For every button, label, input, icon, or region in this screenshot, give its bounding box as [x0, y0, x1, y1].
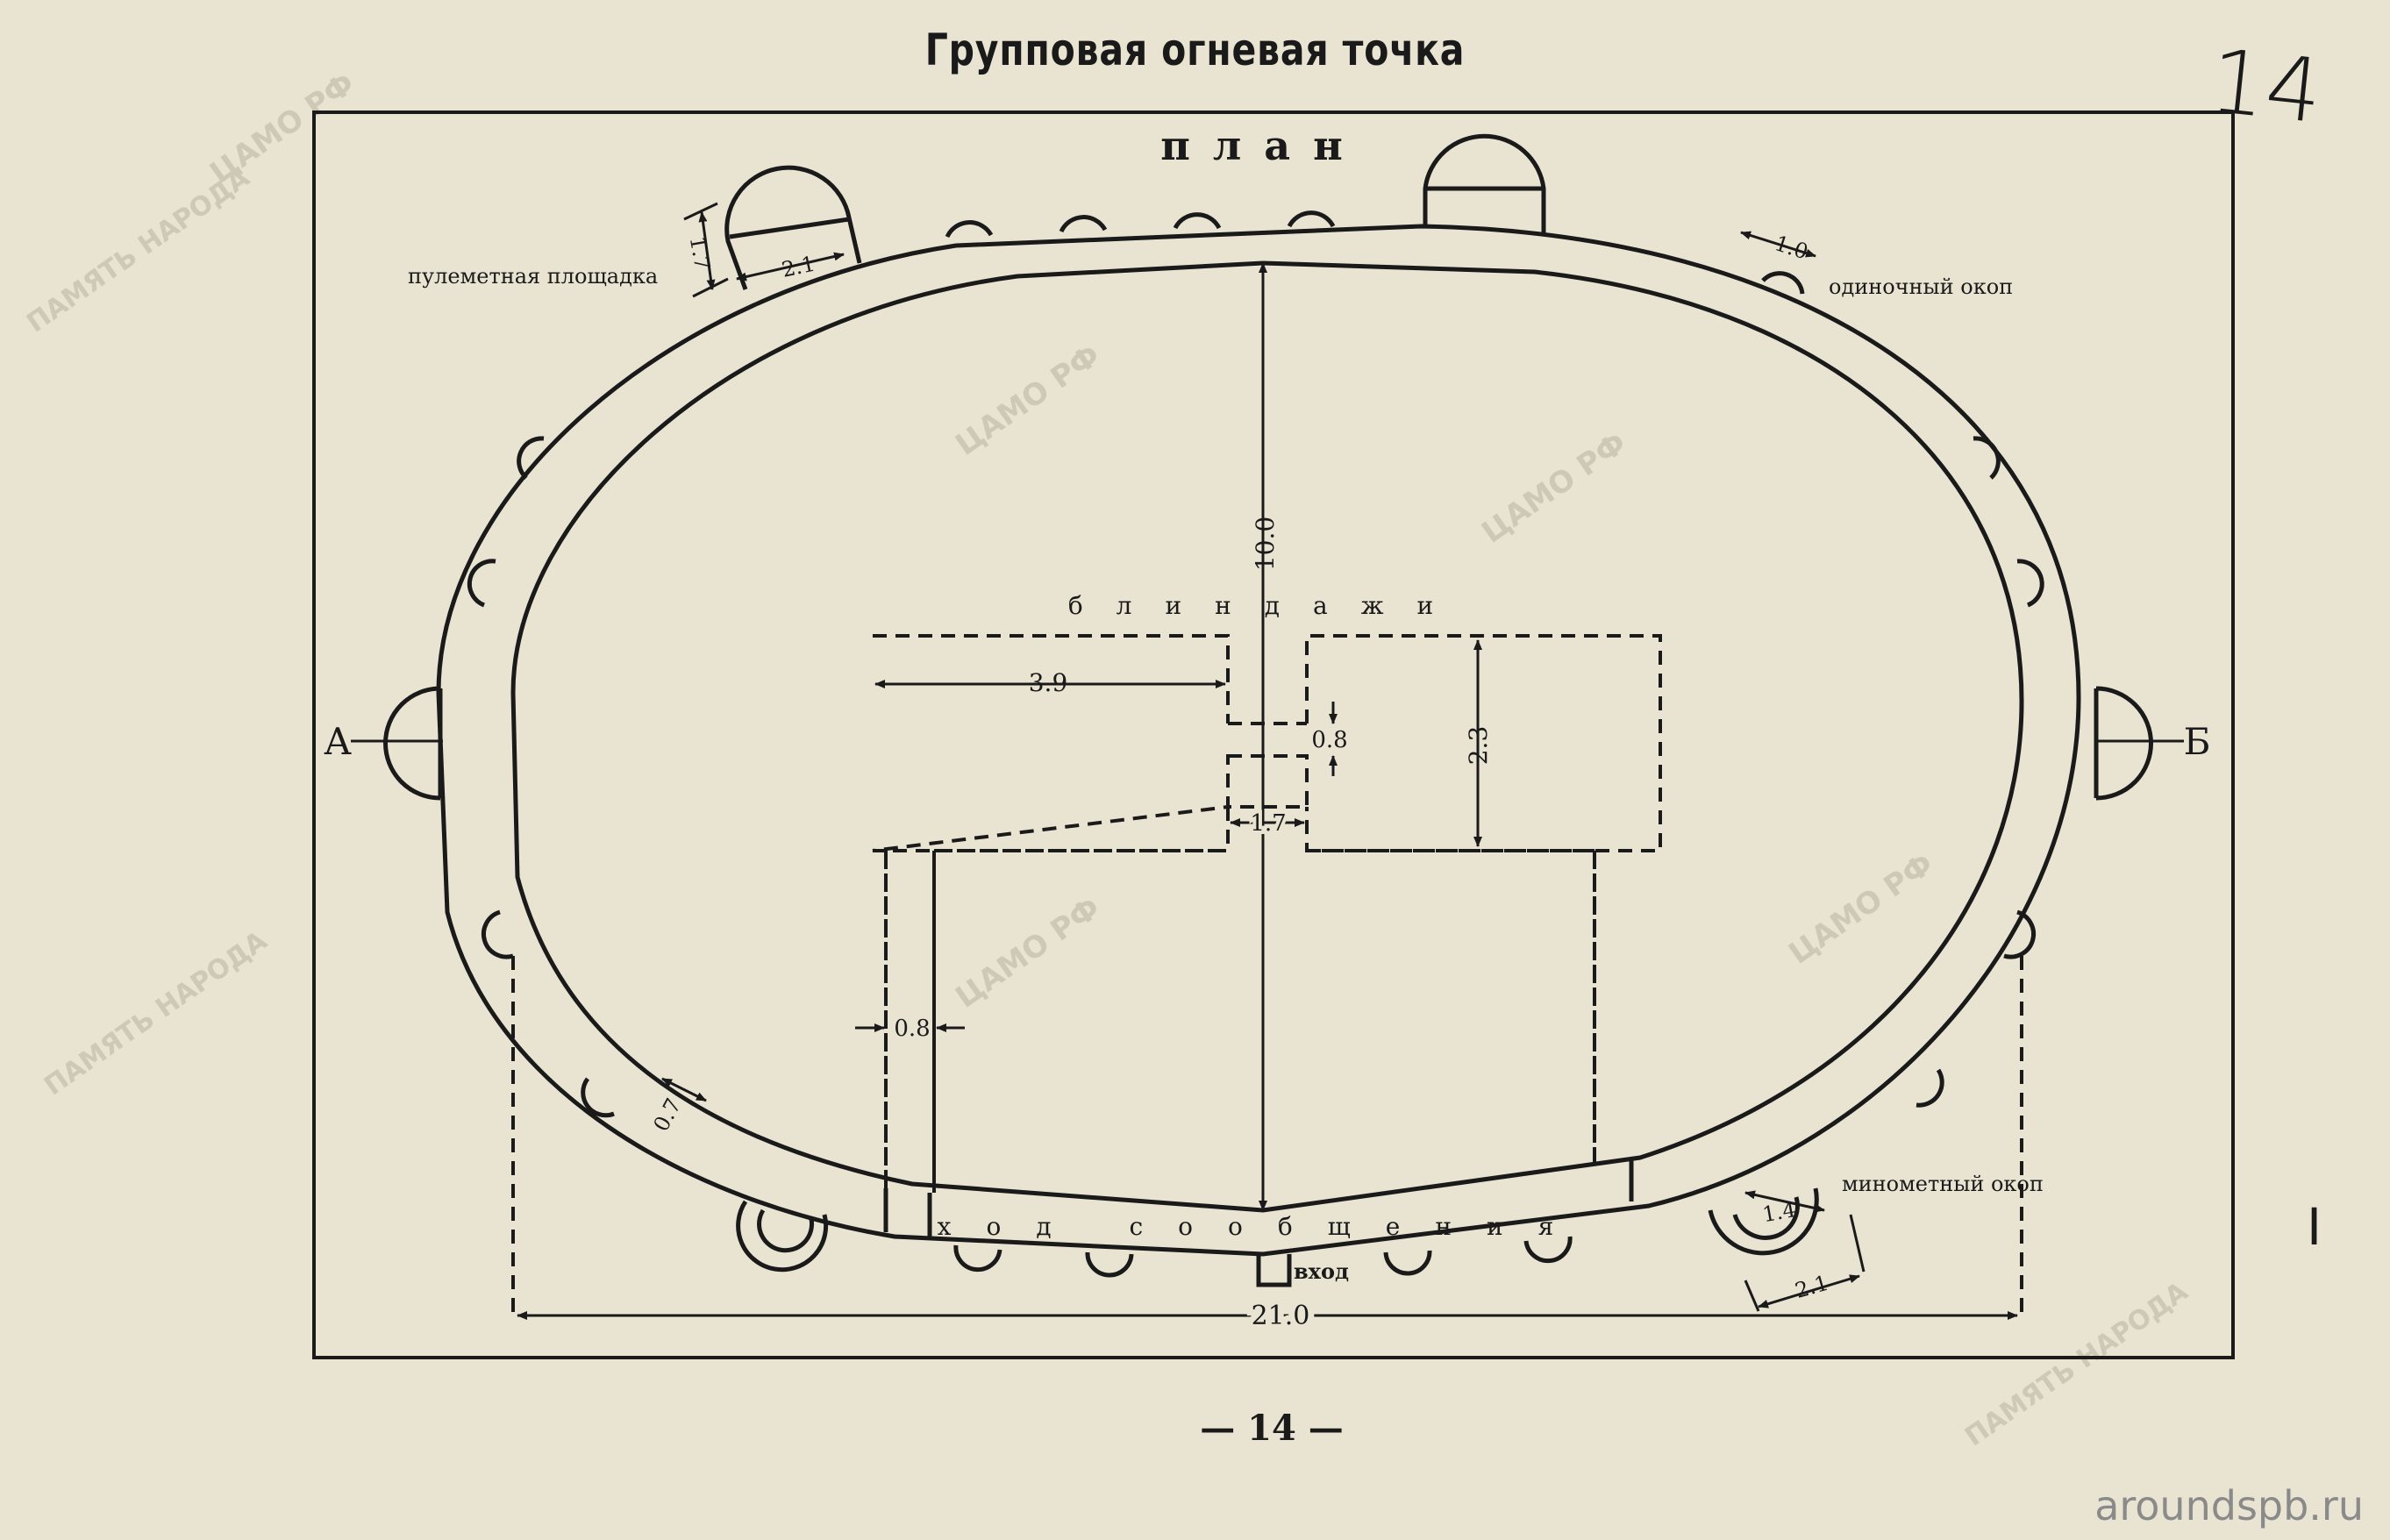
outer-trench-wall: [436, 224, 2081, 1257]
dimension-labels: 10.0 3.9 0.8 2.3 1.7 21.0 0.8 1.7 2.1 1.…: [649, 231, 1831, 1337]
dim-1-7: 1.7: [685, 234, 715, 271]
dim-1-0: 1.0: [1772, 231, 1811, 264]
margin-mark: I: [2307, 1197, 2322, 1257]
dim-0-8-left: 0.8: [894, 1016, 930, 1042]
dim-2-3: 2.3: [1464, 726, 1493, 766]
machine-gun-platform-center: [1423, 133, 1546, 235]
dimension-lines: [517, 202, 2018, 1320]
dim-1-7-center: 1.7: [1250, 810, 1286, 837]
side-niches: [467, 436, 2044, 1118]
section-a-platform: [383, 686, 443, 801]
top-niches: [945, 210, 1805, 295]
dim-2-1-top: 2.1: [780, 252, 817, 282]
plan-label: план: [1160, 122, 1366, 169]
dim-1-4: 1.4: [1760, 1197, 1797, 1227]
machine-gun-platform-left: [724, 165, 862, 290]
section-a-label: А: [324, 720, 352, 763]
stamp-text-2: ЦАМО РФ: [949, 338, 1106, 462]
site-watermark: aroundspb.ru: [2094, 1482, 2364, 1529]
label-dugouts: блиндажи: [1068, 591, 1466, 620]
section-b-platform: [2094, 686, 2153, 801]
passage-walls: [883, 1158, 1634, 1237]
label-machine-gun: пулеметная площадка: [408, 264, 658, 289]
dim-3-9: 3.9: [1029, 668, 1068, 697]
mortar-trench-left: [736, 1200, 829, 1273]
dim-0-8-center: 0.8: [1311, 727, 1347, 753]
drawing-frame: [312, 111, 2235, 1359]
page-title: Групповая огневая точка: [924, 25, 1466, 75]
stamp-text-3: ЦАМО РФ: [1475, 425, 1632, 550]
stamp-text-4: ЦАМО РФ: [1782, 846, 1939, 971]
stamp-text-5: ЦАМО РФ: [949, 890, 1106, 1015]
dim-21-0: 21.0: [1252, 1301, 1310, 1331]
label-comm-passage: ход сообщения: [938, 1212, 1589, 1241]
label-mortar-trench: минометный окоп: [1842, 1172, 2044, 1196]
stamp-text-6: ПАМЯТЬ НАРОДА: [22, 162, 256, 339]
entrance-notch: [1256, 1254, 1292, 1287]
stamp-text-8: ПАМЯТЬ НАРОДА: [1960, 1276, 2194, 1453]
label-entrance: вход: [1294, 1258, 1349, 1284]
stamp-text-7: ПАМЯТЬ НАРОДА: [39, 925, 274, 1102]
label-single-trench: одиночный окоп: [1829, 274, 2013, 299]
bottom-niches: [953, 1236, 1573, 1278]
dim-2-1-bottom: 2.1: [1793, 1271, 1831, 1303]
page-number: — 14 —: [1200, 1408, 1344, 1449]
section-b-label: Б: [2184, 720, 2211, 763]
dim-0-7: 0.7: [649, 1094, 687, 1136]
inner-trench-wall: [510, 260, 2024, 1213]
dim-10-0: 10.0: [1251, 517, 1280, 571]
